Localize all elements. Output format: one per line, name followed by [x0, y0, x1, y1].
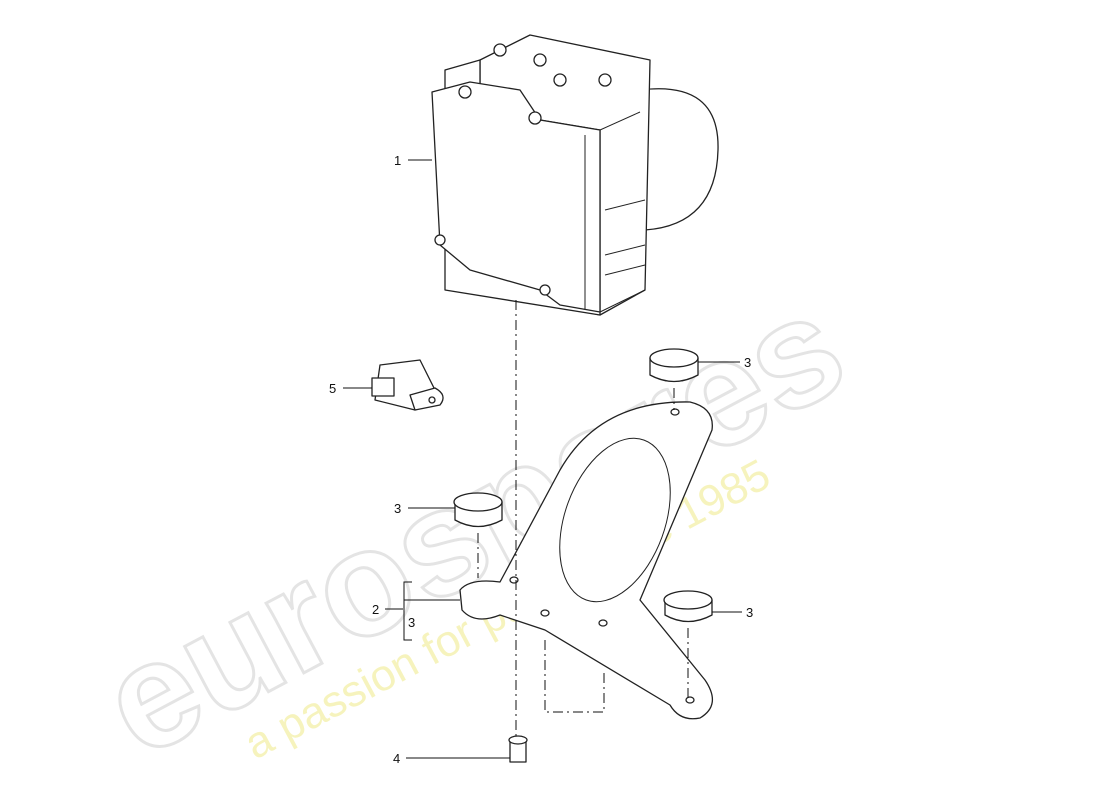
callout-3-top-right: 3 [744, 355, 751, 370]
abs-unit [431, 34, 719, 316]
rubber-mount-bottom-right [663, 590, 713, 623]
callout-4: 4 [393, 751, 400, 766]
callout-1: 1 [394, 153, 401, 168]
sensor [371, 359, 444, 411]
callout-2-sub-3: 3 [408, 615, 415, 630]
callout-3-bottom-right: 3 [746, 605, 753, 620]
mounting-bracket [459, 401, 713, 720]
rubber-mount-left [453, 492, 503, 528]
rubber-mount-top-right [649, 348, 699, 383]
bolt [508, 735, 528, 763]
callout-5: 5 [329, 381, 336, 396]
callout-2: 2 [372, 602, 379, 617]
callout-3-left: 3 [394, 501, 401, 516]
